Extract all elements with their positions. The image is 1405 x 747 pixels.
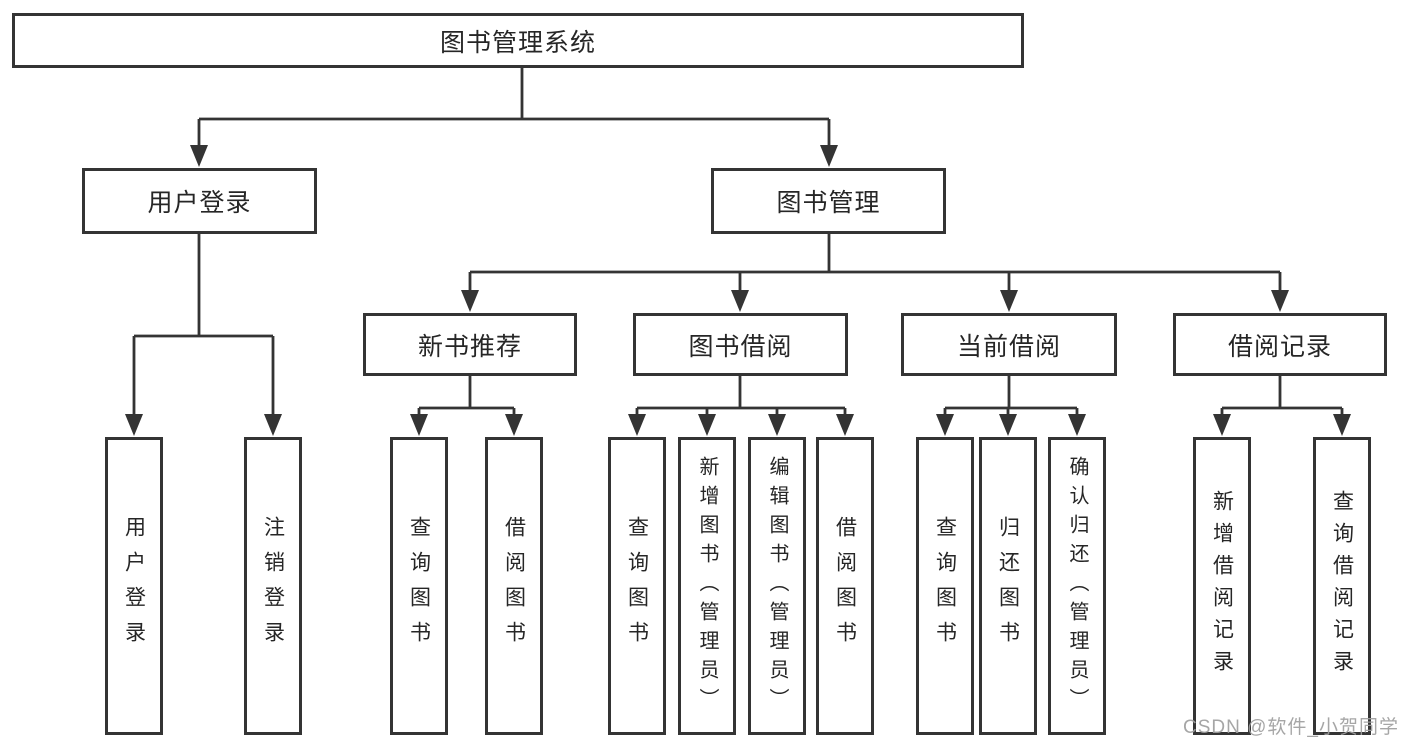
watermark: CSDN @软件_小贺同学 xyxy=(1183,717,1399,738)
node-edit-book-admin: 编辑图书（管理员） xyxy=(748,437,806,735)
node-label: 用户登录 xyxy=(147,189,252,217)
node-borrow-records: 借阅记录 xyxy=(1173,313,1387,376)
node-borrow-books-recommend: 借阅图书 xyxy=(485,437,543,735)
node-label: 归还图书 xyxy=(996,516,1020,656)
node-label: 查询图书 xyxy=(933,516,957,656)
arrowheads xyxy=(125,145,1351,436)
node-book-borrowing: 图书借阅 xyxy=(633,313,848,376)
node-add-book-admin: 新增图书（管理员） xyxy=(678,437,736,735)
node-confirm-return-admin: 确认归还（管理员） xyxy=(1048,437,1106,735)
node-new-book-recommend: 新书推荐 xyxy=(363,313,577,376)
node-label: 注销登录 xyxy=(261,516,285,656)
node-borrow-books-leaf: 借阅图书 xyxy=(816,437,874,735)
node-label: 图书管理系统 xyxy=(439,28,596,57)
node-book-management: 图书管理 xyxy=(711,168,946,234)
node-label: 图书管理 xyxy=(776,189,881,217)
node-query-books-recommend: 查询图书 xyxy=(390,437,448,735)
node-label: 查询图书 xyxy=(625,516,649,656)
node-query-borrow-record: 查询借阅记录 xyxy=(1313,437,1371,735)
node-library-system: 图书管理系统 xyxy=(12,13,1024,68)
node-label: 用户登录 xyxy=(122,516,146,656)
node-label: 图书借阅 xyxy=(688,332,793,361)
node-label: 新增图书（管理员） xyxy=(696,455,718,717)
node-label: 编辑图书（管理员） xyxy=(766,455,788,717)
node-label: 确认归还（管理员） xyxy=(1066,455,1088,717)
node-label: 当前借阅 xyxy=(956,332,1061,361)
node-logout: 注销登录 xyxy=(244,437,302,735)
node-add-borrow-record: 新增借阅记录 xyxy=(1193,437,1251,735)
node-label: 借阅图书 xyxy=(833,516,857,656)
node-label: 查询借阅记录 xyxy=(1330,490,1354,682)
node-query-books-borrowing: 查询图书 xyxy=(608,437,666,735)
node-user-login: 用户登录 xyxy=(82,168,317,234)
node-user-login-leaf: 用户登录 xyxy=(105,437,163,735)
node-label: 查询图书 xyxy=(407,516,431,656)
node-label: 借阅图书 xyxy=(502,516,526,656)
node-query-books-current: 查询图书 xyxy=(916,437,974,735)
node-label: 借阅记录 xyxy=(1227,332,1332,361)
node-return-books: 归还图书 xyxy=(979,437,1037,735)
node-label: 新书推荐 xyxy=(417,332,522,361)
node-label: 新增借阅记录 xyxy=(1210,490,1234,682)
node-current-borrowing: 当前借阅 xyxy=(901,313,1117,376)
